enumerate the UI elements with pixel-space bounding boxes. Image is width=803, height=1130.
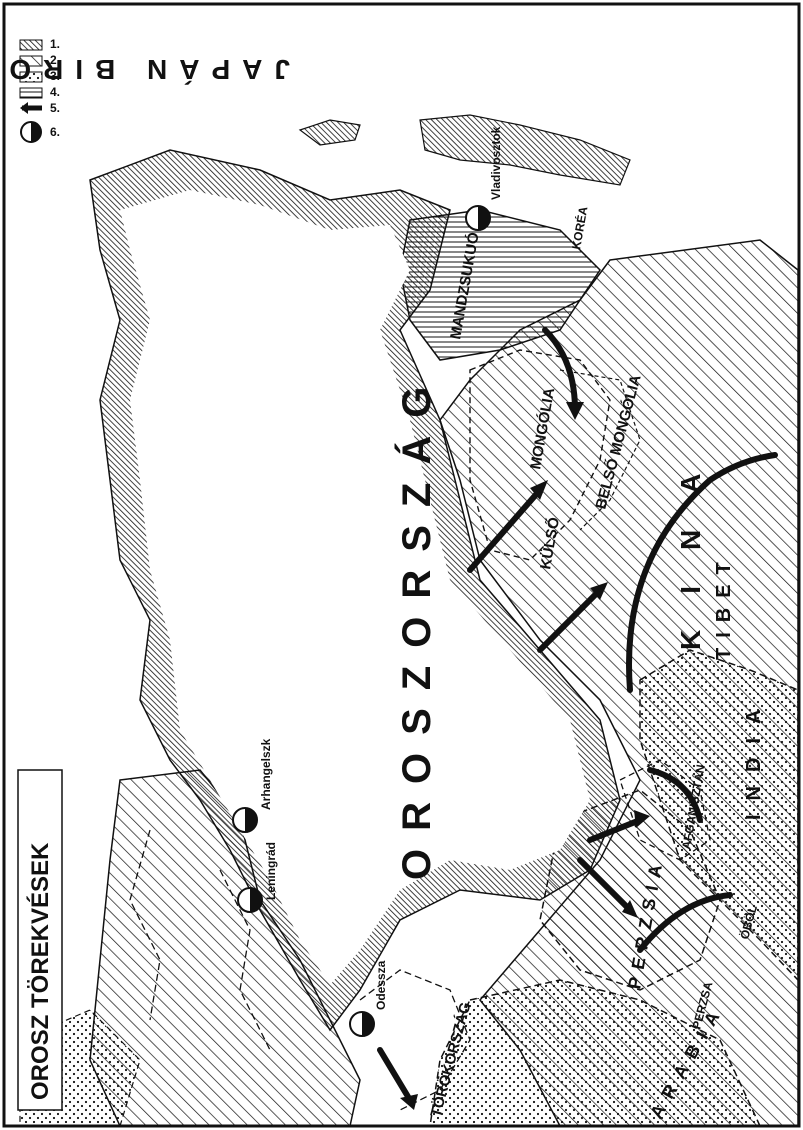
inner-mongolia-border [559,369,641,531]
legend-num-3: 3. [50,69,60,83]
legend-swatch-3 [19,71,43,83]
expansion-arrows [377,327,778,1103]
arrow-afghanistan [587,817,643,843]
arrowhead-persia [622,900,638,918]
legend-arrowhead-icon [20,102,28,114]
odessa-marker [349,1011,375,1037]
label-vladivostok: Vladivosztok [489,126,503,200]
label-odessa: Odessza [374,960,388,1010]
legend-city-icon [20,121,42,143]
legend-num-6: 6. [50,125,60,139]
european-border-2 [219,869,271,1051]
arrow-turkey [377,1047,413,1103]
afghanistan-border [619,759,711,861]
legend: 1. 2. 3. 4. 5. 6. [19,37,60,143]
turkey-border [359,969,471,1111]
legend-num-2: 2. [50,53,60,67]
arrowhead-outer-mongolia [530,480,548,500]
label-russia: OROSZORSZÁG [394,369,439,880]
arkhangelsk-marker [232,807,258,833]
label-korea: KORÉA [568,205,590,251]
arabia-region [429,979,762,1127]
label-japan: JAPÁN BIRODALOM [0,54,290,85]
russia-region [120,190,590,985]
arrow-india [637,892,733,953]
leningrad-marker [237,887,263,913]
legend-swatch-4 [19,87,43,99]
japan-islands [419,114,631,186]
label-china: KINA [675,438,706,650]
european-border-1 [129,829,161,1021]
arrowhead-turkey [400,1094,418,1110]
arrow-china [537,587,603,653]
sakhalin-island [298,119,361,146]
label-tibet: TIBET [713,552,735,660]
arrowhead-afghanistan [634,810,650,828]
arrow-afghan-curve [647,767,703,823]
legend-swatch-2 [19,55,43,67]
city-markers [232,205,491,1037]
arrow-manchukuo [542,327,578,413]
arrow-outer-mongolia [467,487,543,573]
legend-num-4: 4. [50,85,60,99]
arrow-tibet [626,452,778,693]
legend-num-5: 5. [50,101,60,115]
arrow-persia [577,857,633,913]
arrowhead-china [590,582,608,600]
label-arkhangelsk: Arhangelszk [259,738,273,810]
label-india: INDIA [743,696,765,820]
legend-num-1: 1. [50,37,60,51]
legend-swatch-1 [19,39,43,51]
label-leningrad: Leningrád [264,842,278,900]
map-title: OROSZ TÖREKVÉSEK [26,842,54,1100]
arrowhead-manchukuo [566,402,584,420]
mongolia-border [469,349,611,561]
title-box [17,769,63,1111]
vladivostok-marker [465,205,491,231]
arrow-heads [400,402,650,1110]
india-region [639,649,799,982]
